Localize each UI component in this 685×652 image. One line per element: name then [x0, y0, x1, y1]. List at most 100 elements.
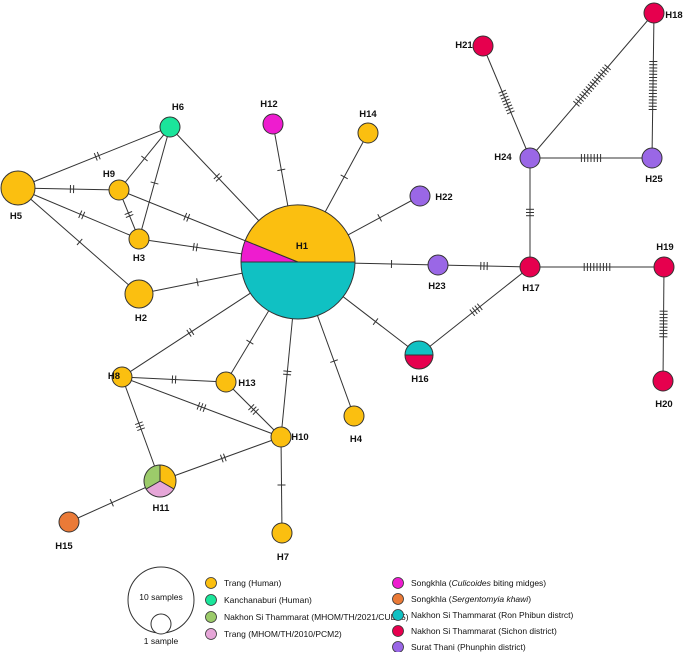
legend-text: Nakhon Si Thammarat (MHOM/TH/2021/CULE5) [224, 612, 409, 622]
legend-swatch-songkhla_culicoides [392, 577, 404, 589]
size-legend: 10 samples 1 sample [127, 566, 195, 646]
legend-text: Kanchanaburi (Human) [224, 595, 312, 605]
mutation-tick [277, 168, 286, 172]
mutation-tick [499, 92, 508, 97]
mutation-tick [583, 88, 591, 95]
node-H2 [124, 279, 154, 309]
color-legend: Trang (Human) Kanchanaburi (Human) Nakhon … [205, 577, 574, 652]
legend-swatch-trang_pcm2 [205, 628, 217, 640]
mutation-tick [476, 303, 483, 311]
H16-slice-sichon [404, 354, 434, 370]
mutation-tick [192, 242, 195, 251]
node-H21 [472, 35, 494, 57]
H11-slice-pcm2 [145, 480, 175, 498]
legend-text: Songkhla ( [411, 578, 452, 588]
H16-slice-ronphibun [404, 340, 434, 356]
mutation-tick [330, 359, 338, 363]
edges-layer [17, 12, 668, 534]
node-label-H19: H19 [656, 242, 673, 253]
mutation-tick [340, 174, 348, 180]
edge-H8-H13 [121, 376, 227, 383]
H1-slice-ronphibun [240, 261, 356, 320]
mutation-tick [213, 173, 220, 180]
node-label-H22: H22 [435, 192, 452, 203]
H11-slice-cule5 [143, 464, 161, 490]
mutation-tick [186, 329, 192, 337]
node-H7 [271, 522, 293, 544]
legend-text: biting midges) [491, 578, 546, 588]
node-H22 [409, 185, 431, 207]
mutation-tick [202, 404, 207, 413]
node-H15 [58, 511, 80, 533]
legend-text: Nakhon Si Thammarat (Ron Phibun distrct) [411, 610, 574, 620]
node-H5 [0, 170, 36, 206]
legend-text: Nakhon Si Thammarat (Sichon district) [411, 626, 557, 636]
edge-H24-H21 [482, 45, 531, 159]
node-label-H16: H16 [411, 374, 428, 385]
node-H8 [111, 366, 133, 388]
node-H3 [128, 228, 150, 250]
mutation-tick [76, 238, 83, 246]
mutation-tick [589, 81, 597, 88]
node-label-H3: H3 [133, 253, 145, 264]
legend-label-songkhla_culicoides: Songkhla (Culicoides biting midges) [411, 578, 546, 588]
node-label-H10: H10 [291, 432, 308, 443]
mutation-tick [189, 327, 195, 336]
mutation-tick [593, 76, 601, 83]
legend-text: Songkhla ( [411, 594, 452, 604]
size-legend-large-label: 10 samples [139, 592, 182, 602]
legend-label-nakhon_ronphibun: Nakhon Si Thammarat (Ron Phibun distrct) [411, 610, 574, 620]
node-label-H18: H18 [665, 10, 682, 21]
mutation-tick [573, 100, 580, 107]
node-H11 [143, 464, 177, 498]
node-label-H21: H21 [455, 40, 473, 51]
node-H14 [357, 122, 379, 144]
node-H16 [404, 340, 434, 370]
mutation-tick [248, 404, 255, 411]
mutation-tick [587, 83, 595, 90]
node-label-H6: H6 [172, 102, 184, 113]
node-H9 [108, 179, 130, 201]
node-H12 [262, 113, 284, 135]
mutation-tick [136, 424, 144, 429]
mutation-tick [579, 93, 587, 100]
mutation-tick [283, 370, 292, 373]
mutation-tick [469, 309, 476, 317]
mutation-tick [500, 95, 509, 100]
mutation-tick [134, 421, 143, 426]
mutation-tick [150, 181, 159, 185]
mutation-tick [196, 278, 199, 287]
legend-label-kanchanaburi_human: Kanchanaburi (Human) [224, 595, 312, 605]
legend-swatch-trang_human [205, 577, 217, 589]
mutation-tick [246, 339, 254, 345]
legend-label-songkhla_sergentomyia: Songkhla (Sergentomyia khawi) [411, 594, 531, 604]
node-H1 [240, 204, 356, 320]
mutation-tick [109, 498, 114, 507]
mutation-tick [372, 318, 379, 326]
node-label-H17: H17 [522, 283, 539, 294]
node-label-H24: H24 [494, 152, 512, 163]
legend-label-trang_human: Trang (Human) [224, 578, 281, 588]
node-H19 [653, 256, 675, 278]
mutation-tick [595, 74, 603, 80]
node-label-H5: H5 [10, 211, 23, 222]
size-legend-small-label: 1 sample [144, 636, 179, 646]
mutation-tick [501, 98, 510, 103]
mutation-tick [506, 110, 515, 115]
node-label-H15: H15 [55, 541, 73, 552]
mutation-tick [219, 454, 224, 463]
node-H24 [519, 147, 541, 169]
size-legend-small-circle [150, 613, 172, 635]
mutation-tick [222, 453, 227, 462]
mutation-tick [183, 212, 188, 221]
mutation-tick [215, 175, 223, 182]
node-H10 [270, 426, 292, 448]
mutation-tick [505, 107, 514, 112]
legend-label-surat_thani: Surat Thani (Phunphin district) [411, 642, 526, 652]
mutation-tick [600, 69, 607, 76]
mutation-tick [137, 427, 145, 432]
mutation-tick [498, 89, 507, 94]
node-H23 [427, 254, 449, 276]
